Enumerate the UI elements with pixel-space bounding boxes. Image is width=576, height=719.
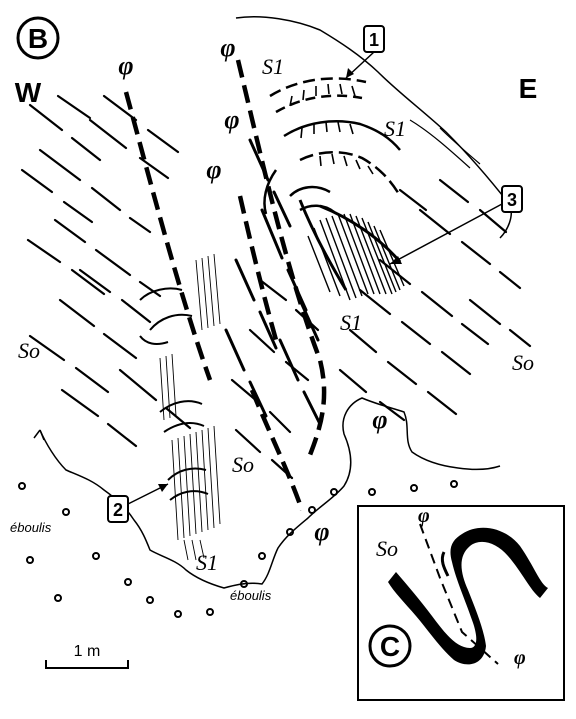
fold-core-hatching xyxy=(307,213,405,301)
axial-trace-lower xyxy=(249,389,305,511)
scree-dots xyxy=(18,480,458,618)
phi-label-5: φ xyxy=(372,405,387,434)
axial-trace-center xyxy=(235,59,327,461)
callout-2: 2 xyxy=(107,483,169,523)
callout-3-text: 3 xyxy=(507,190,517,210)
outcrop-base-arrow xyxy=(33,429,45,441)
cleavage-dashes-center xyxy=(224,138,322,426)
phi-label-2: φ xyxy=(220,33,235,62)
phi-label-1: φ xyxy=(118,51,133,80)
s1-label-1: S1 xyxy=(262,54,284,79)
bedding-traces-left xyxy=(20,94,192,448)
phi-label-4: φ xyxy=(206,155,221,184)
callout-3: 3 xyxy=(389,185,523,265)
so-label-1: So xyxy=(18,338,40,363)
axial-trace-upper xyxy=(237,195,279,341)
inset-so-label: So xyxy=(376,536,398,561)
phi-label-3: φ xyxy=(224,105,239,134)
scale-label: 1 m xyxy=(74,643,101,660)
inset-phi-bottom: φ xyxy=(514,647,526,669)
s1-label-3: S1 xyxy=(340,310,362,335)
s1-label-4: S1 xyxy=(196,550,218,575)
panel-label-text: B xyxy=(28,23,48,54)
axial-trace-left xyxy=(123,91,213,381)
inset-fold-layer xyxy=(388,527,548,665)
panel-label-b: B xyxy=(16,16,60,60)
bedding-traces-right xyxy=(230,178,532,480)
inset-phi-top: φ xyxy=(418,505,430,527)
so-label-2: So xyxy=(512,350,534,375)
callout-1: 1 xyxy=(345,25,385,79)
inset-axial-trace xyxy=(419,523,499,665)
west-label: W xyxy=(15,77,42,108)
closure-ticks xyxy=(289,83,374,175)
outcrop-top-outline-2 xyxy=(409,119,481,169)
scree-label-1: éboulis xyxy=(10,520,52,535)
callout-2-text: 2 xyxy=(113,500,123,520)
east-label: E xyxy=(519,73,538,104)
so-label-3: So xyxy=(232,452,254,477)
cleavage-hatching-left xyxy=(159,253,221,561)
callout-1-text: 1 xyxy=(369,30,379,50)
axial-plane-traces xyxy=(123,59,327,511)
phi-label-6: φ xyxy=(314,517,329,546)
fold-core-outline xyxy=(298,199,402,291)
scree-label-2: éboulis xyxy=(230,588,272,603)
scale-bar: 1 m xyxy=(45,643,129,669)
s1-label-2: S1 xyxy=(384,116,406,141)
inset-c: φ φ So C xyxy=(357,505,565,701)
inset-label-c: C xyxy=(380,631,400,662)
fold-closure-arcs xyxy=(263,77,402,215)
